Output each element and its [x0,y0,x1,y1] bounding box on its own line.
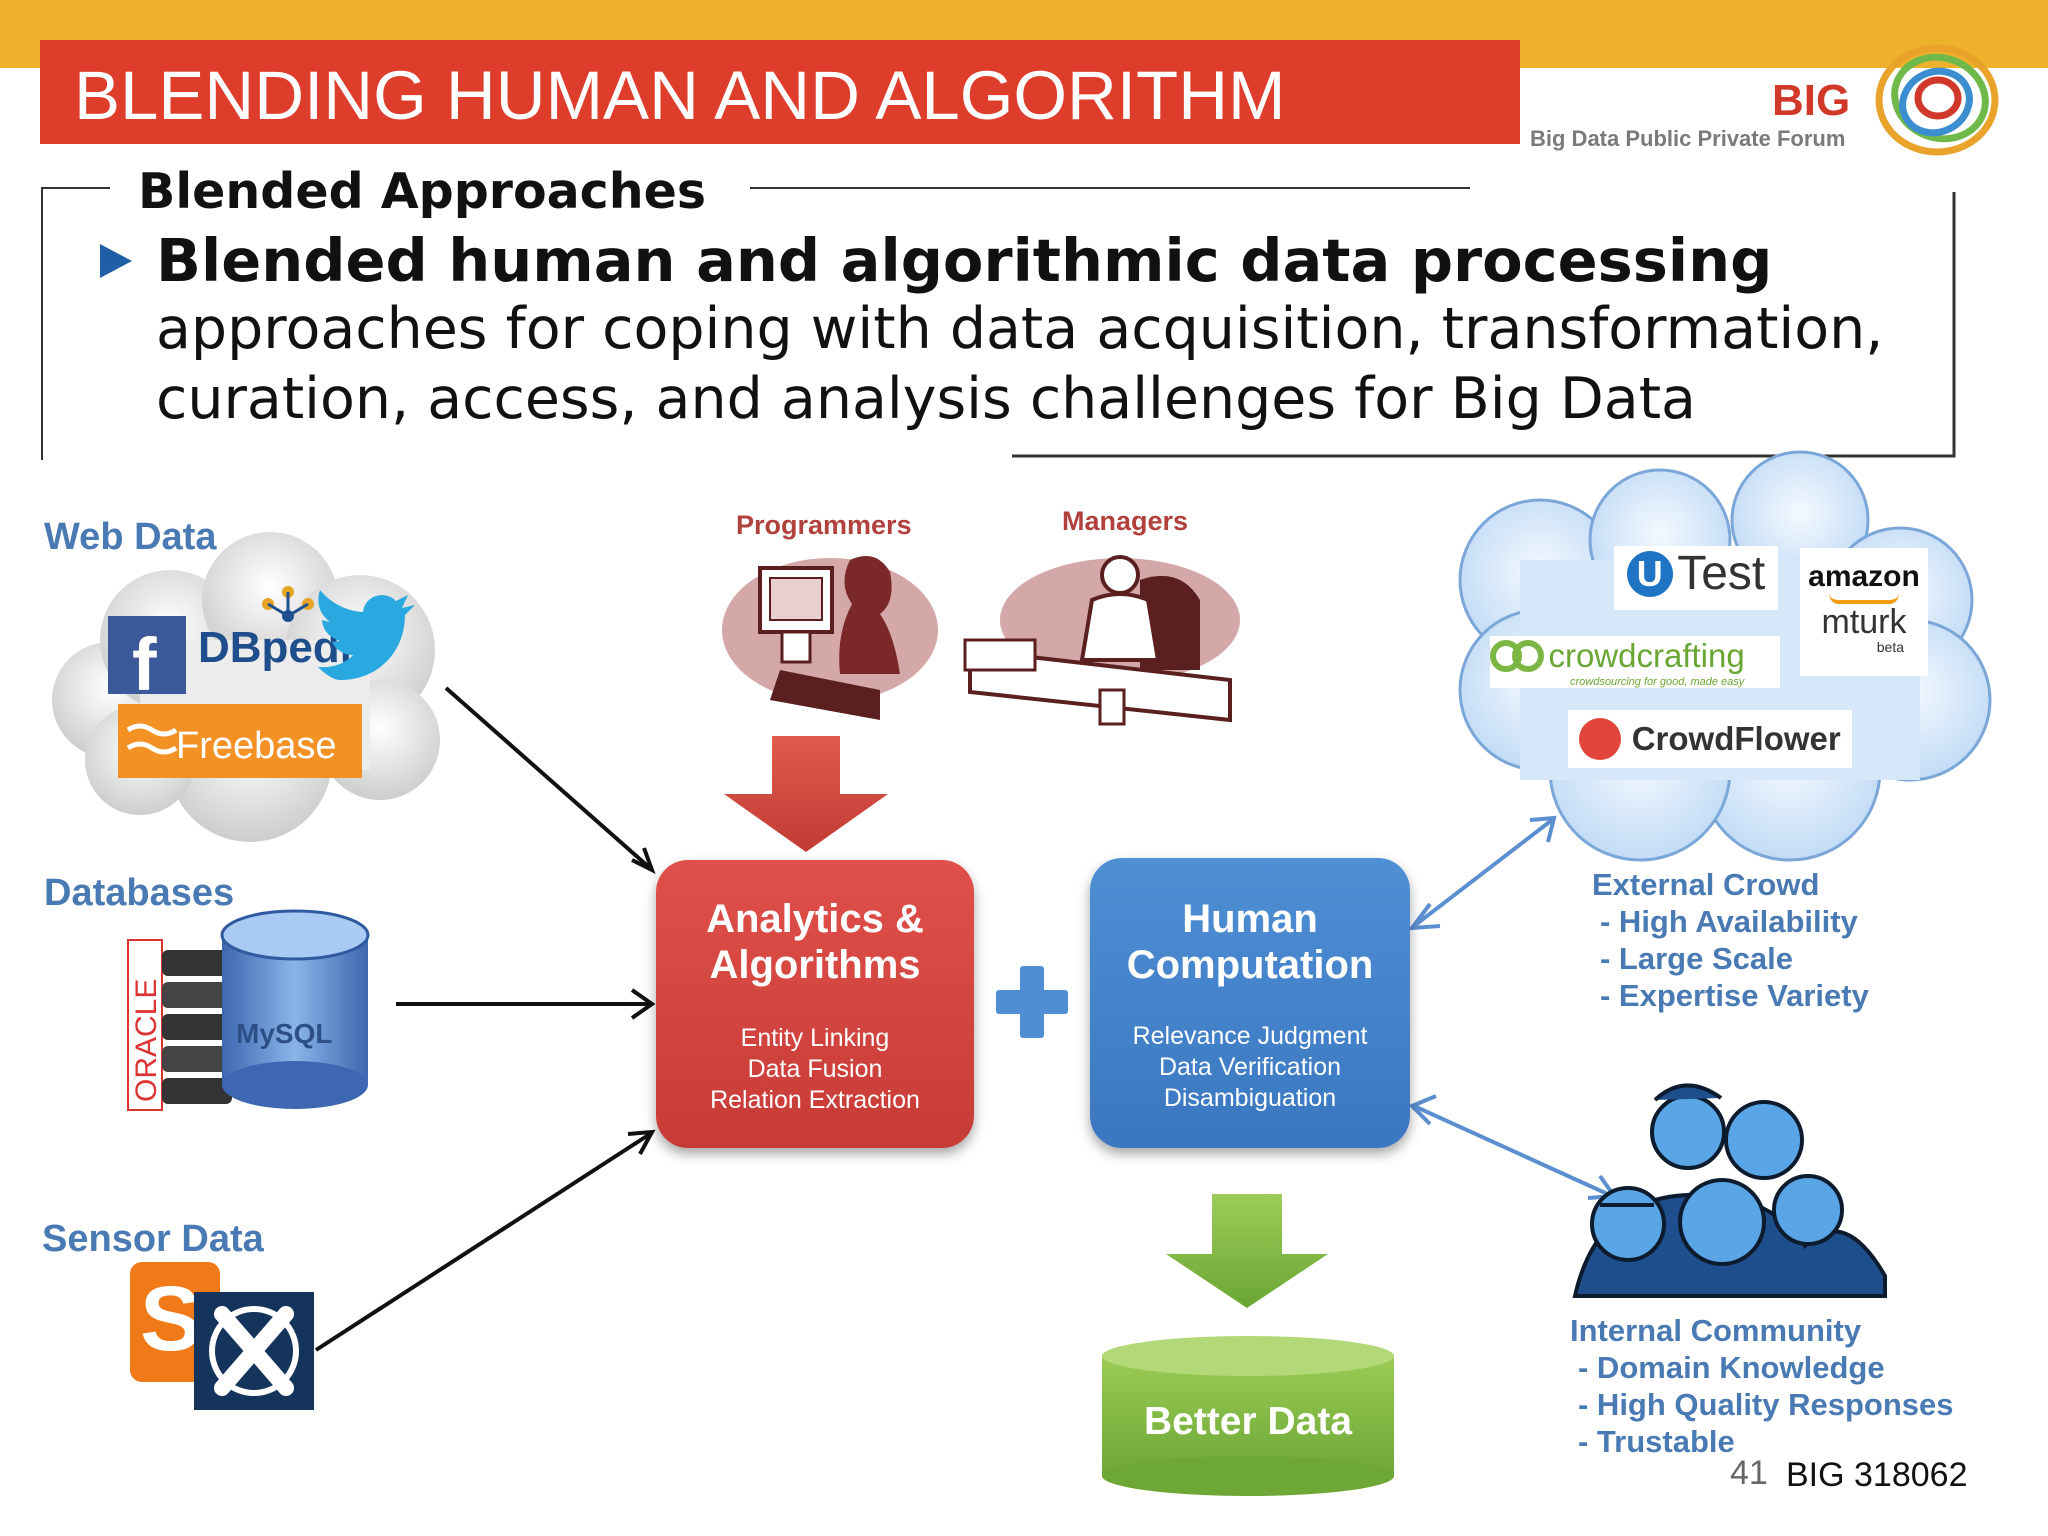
external-crowd-title: External Crowd [1592,867,1820,902]
output-down-arrow [1166,1194,1328,1308]
crowdflower-flower-icon [1579,718,1622,760]
oracle-database-icon: ORACLE [127,939,232,1111]
source-arrows [314,686,656,1352]
human-item: Disambiguation [1163,1084,1337,1112]
facebook-icon: f [108,616,186,706]
external-crowd-item: - High Availability [1600,904,1858,939]
svg-text:ORACLE: ORACLE [130,979,163,1102]
better-data-label: Better Data [1143,1400,1353,1443]
analytics-title-line-2: Algorithms [709,943,921,987]
section-heading: Blended Approaches [130,162,714,222]
crowdflower-logo-text: CrowdFlower [1631,720,1841,757]
analytics-item: Entity Linking [740,1024,890,1052]
programmers-label: Programmers [736,510,912,540]
svg-text:MySQL: MySQL [236,1018,332,1049]
svg-text:S: S [140,1268,201,1370]
programmer-illustration [722,556,938,720]
crowdflower-logo: CrowdFlower [1568,710,1852,768]
mysql-database-icon: MySQL [220,909,370,1109]
section-frame [41,187,1956,460]
internal-community-item: - Domain Knowledge [1578,1350,1885,1385]
internal-community-item: - High Quality Responses [1578,1387,1954,1422]
sensor-x-icon [194,1292,314,1410]
human-computation-box: Human Computation Relevance Judgment Dat… [1090,858,1410,1148]
internal-community-item: - Trustable [1578,1424,1735,1459]
programmer-down-arrow [724,736,888,852]
project-id: BIG 318062 [1786,1456,1968,1494]
bullet-triangle-icon [100,244,132,278]
svg-text:Freebase: Freebase [176,725,337,767]
mturk-logo-text: mturk [1821,603,1907,641]
databases-label: Databases [44,872,235,914]
analytics-item: Data Fusion [747,1055,883,1083]
human-title-line-2: Computation [1126,943,1374,987]
human-item: Relevance Judgment [1132,1022,1368,1050]
utest-u-icon: U [1626,550,1673,597]
amazon-smile-icon [1829,594,1899,604]
utest-logo: U Test [1614,546,1778,610]
external-crowd-item: - Expertise Variety [1600,978,1869,1013]
analytics-algorithms-box: Analytics & Algorithms Entity Linking Da… [656,860,974,1148]
sensor-data-label: Sensor Data [42,1218,264,1260]
mturk-beta-text: beta [1876,639,1904,655]
human-item: Data Verification [1158,1053,1342,1081]
twitter-bird-icon [318,590,415,680]
freebase-icon: Freebase [118,704,362,778]
big-logo-subtitle: Big Data Public Private Forum [1530,126,1846,151]
crowdcrafting-heart-icon [1490,636,1544,676]
amazon-mturk-logo: amazon mturk beta [1800,548,1928,676]
analytics-title-line-1: Analytics & [706,897,924,941]
human-title-line-1: Human [1182,897,1318,941]
crowd-arrows [1407,815,1618,1200]
external-crowd-item: - Large Scale [1600,941,1793,976]
bullet-bold-text: Blended human and algorithmic data proce… [156,226,1773,295]
slide-title: BLENDING HUMAN AND ALGORITHM [74,57,1286,134]
plus-icon [996,966,1068,1038]
internal-community-title: Internal Community [1570,1313,1862,1348]
page-number: 41 [1730,1454,1768,1492]
title-bar [40,40,1520,144]
crowdcrafting-logo: crowdcrafting crowdsourcing for good, ma… [1490,636,1780,688]
big-logo-text: BIG [1772,76,1851,125]
web-data-label: Web Data [44,516,217,558]
bullet-text-line-2: curation, access, and analysis challenge… [156,366,1696,432]
svg-text:f: f [132,623,157,706]
utest-logo-text: Test [1677,547,1766,600]
crowdcrafting-tagline: crowdsourcing for good, made easy [1570,676,1745,688]
manager-illustration [963,555,1240,726]
crowdcrafting-logo-text: crowdcrafting [1548,637,1745,674]
internal-community-people-illustration [1572,1083,1887,1298]
better-data-cylinder [1102,1336,1394,1496]
big-logo-swirl-icon [1875,44,1999,156]
analytics-item: Relation Extraction [710,1086,920,1114]
bullet-text-line-1: approaches for coping with data acquisit… [156,296,1884,362]
managers-label: Managers [1062,506,1189,536]
amazon-logo-text: amazon [1808,560,1920,593]
